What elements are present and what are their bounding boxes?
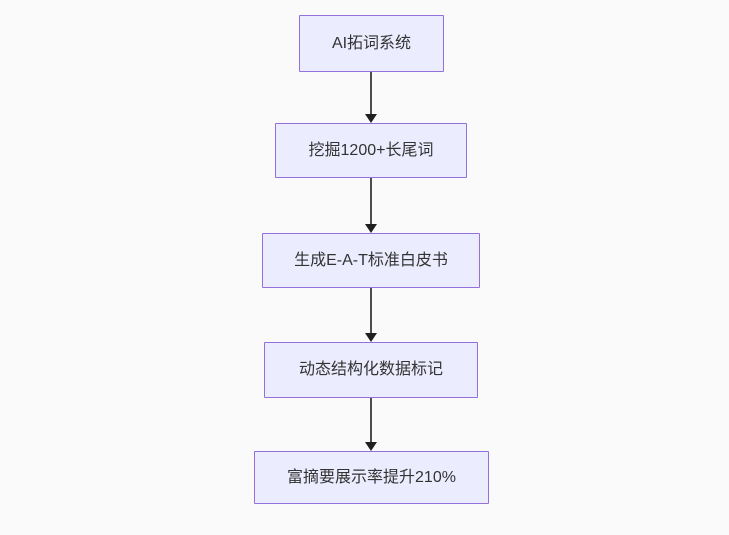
arrow-down-icon (365, 333, 377, 342)
arrow-down-icon (365, 442, 377, 451)
edge-line (370, 178, 372, 224)
edge-line (370, 398, 372, 442)
node-label: 富摘要展示率提升210% (287, 468, 456, 486)
flowchart-node-structured-data: 动态结构化数据标记 (264, 342, 478, 398)
arrow-down-icon (365, 114, 377, 123)
flowchart-node-eat-whitepaper: 生成E-A-T标准白皮书 (262, 233, 480, 288)
node-label: 动态结构化数据标记 (298, 361, 443, 379)
node-label: 挖掘1200+长尾词 (308, 141, 434, 159)
node-label: 生成E-A-T标准白皮书 (294, 251, 448, 269)
flowchart-node-longtail-mining: 挖掘1200+长尾词 (275, 123, 467, 178)
flowchart-node-rich-snippet-result: 富摘要展示率提升210% (254, 451, 489, 504)
flowchart-edge-1 (364, 72, 378, 123)
edge-line (370, 288, 372, 333)
flowchart-node-ai-word-system: AI拓词系统 (299, 15, 444, 72)
flowchart-edge-4 (364, 398, 378, 451)
node-label: AI拓词系统 (331, 34, 412, 52)
edge-line (370, 72, 372, 114)
arrow-down-icon (365, 224, 377, 233)
flowchart-edge-3 (364, 288, 378, 342)
flowchart-edge-2 (364, 178, 378, 233)
